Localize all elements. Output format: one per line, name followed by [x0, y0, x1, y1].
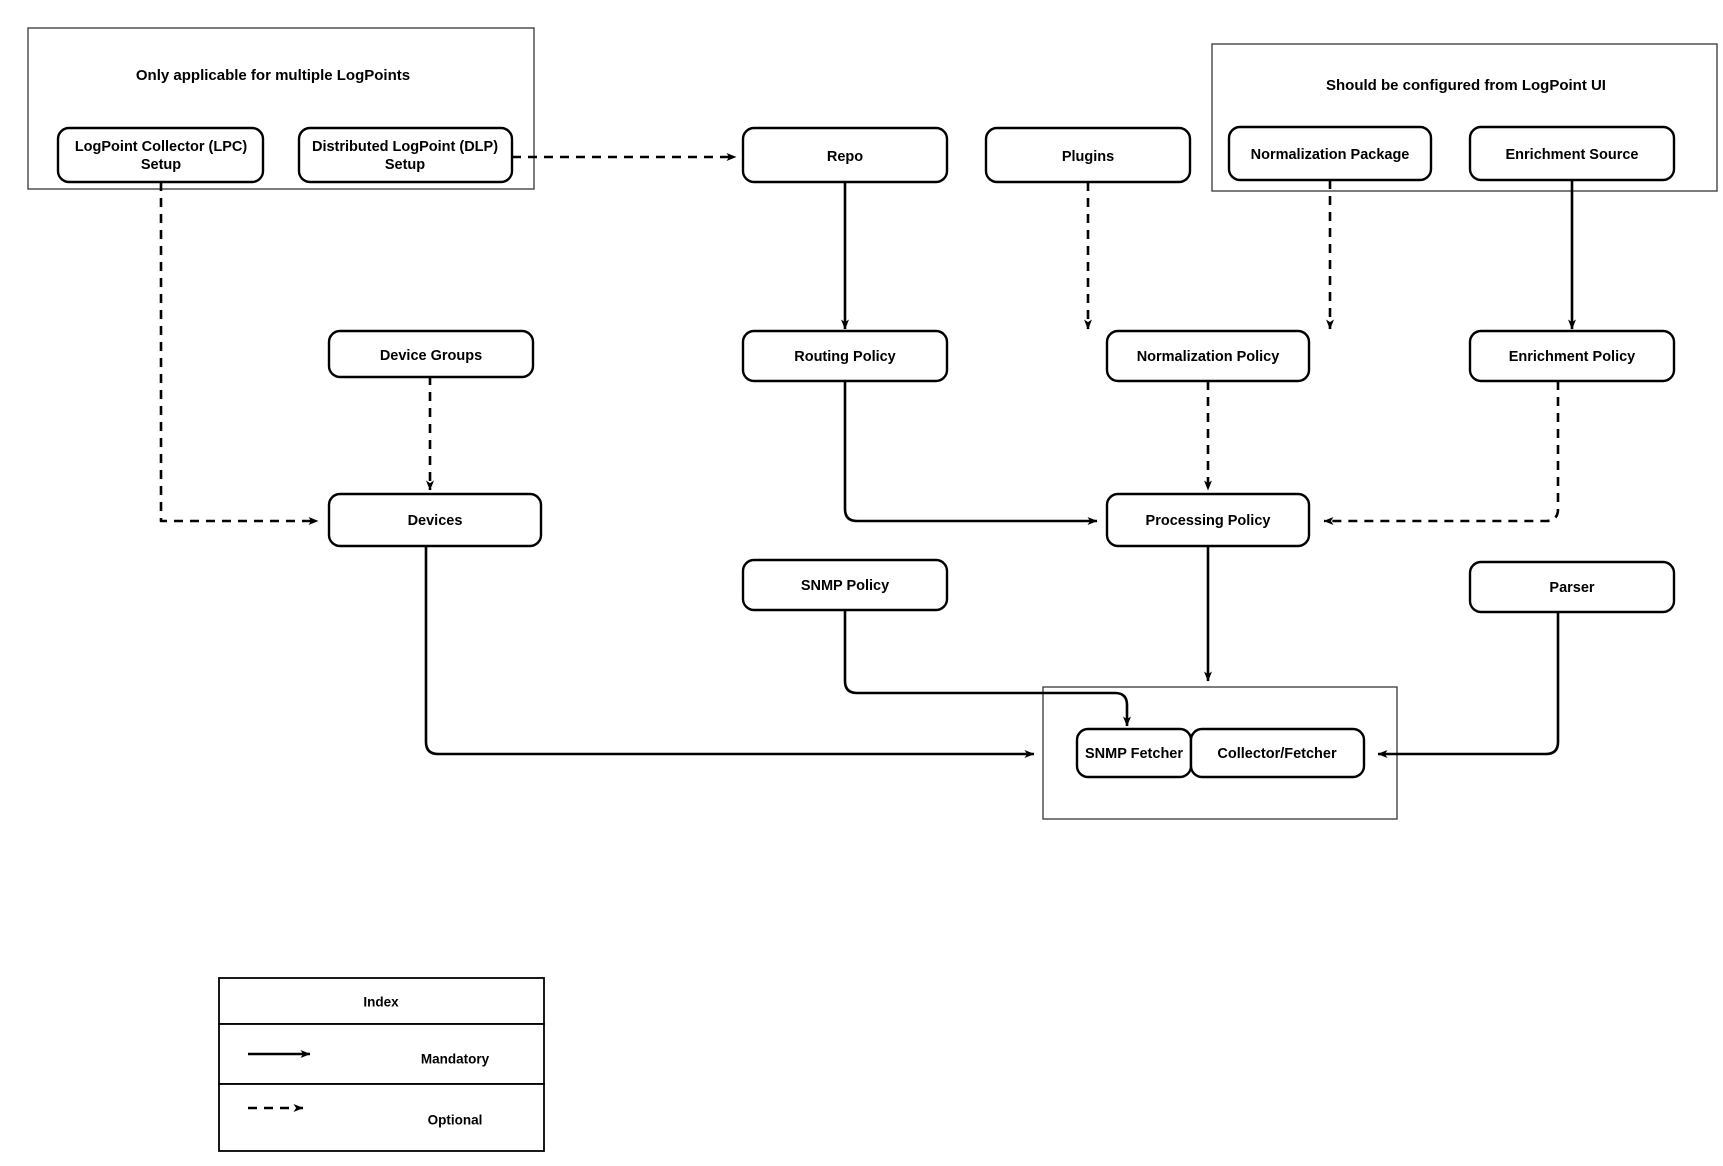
group-multiple-logpoints-label: Only applicable for multiple LogPoints — [136, 67, 410, 84]
node-snmp-fetcher[interactable]: SNMP Fetcher — [1075, 727, 1193, 779]
node-routing-policy-label: Routing Policy — [794, 349, 896, 365]
node-normalization-package[interactable]: Normalization Package — [1227, 125, 1433, 182]
node-snmp-policy-label: SNMP Policy — [801, 578, 889, 594]
node-plugins-box[interactable] — [984, 126, 1192, 184]
node-snmp-fetcher-label: SNMP Fetcher — [1085, 746, 1183, 762]
legend-optional-label: Optional — [428, 1113, 483, 1128]
node-dlp-setup-label-line1: Distributed LogPoint (DLP) — [312, 139, 498, 155]
node-device-groups-label: Device Groups — [380, 348, 482, 364]
node-enrichment-policy-label: Enrichment Policy — [1509, 349, 1636, 365]
node-devices[interactable]: Devices — [327, 492, 543, 548]
node-processing-policy-box[interactable] — [1105, 492, 1311, 548]
edge-lpc-setup-to-devices — [159, 182, 319, 525]
node-routing-policy[interactable]: Routing Policy — [741, 329, 949, 383]
node-processing-policy-label: Processing Policy — [1146, 513, 1271, 529]
node-snmp-policy-box[interactable] — [741, 558, 949, 612]
node-enrichment-source-label: Enrichment Source — [1506, 147, 1639, 163]
node-collector-fetcher-box[interactable] — [1189, 727, 1366, 779]
node-lpc-setup-label-line1: LogPoint Collector (LPC) — [75, 139, 248, 155]
node-device-groups-box[interactable] — [327, 329, 535, 379]
legend-header-row — [218, 977, 545, 1025]
node-parser-box[interactable] — [1468, 560, 1676, 614]
node-snmp-policy[interactable]: SNMP Policy — [741, 558, 949, 612]
group-logpoint-ui: Should be configured from LogPoint UI — [1211, 43, 1718, 192]
edge-parser-to-collector-fetcher — [1377, 610, 1560, 758]
node-plugins-label: Plugins — [1062, 149, 1114, 165]
node-parser-label: Parser — [1549, 580, 1595, 596]
group-multiple-logpoints-border — [27, 27, 535, 190]
node-dlp-setup[interactable]: Distributed LogPoint (DLP) Setup — [297, 126, 514, 184]
node-parser[interactable]: Parser — [1468, 560, 1676, 614]
edge-devices-to-fetcher-group — [424, 526, 1035, 758]
node-normalization-policy-label: Normalization Policy — [1137, 349, 1280, 365]
node-device-groups[interactable]: Device Groups — [327, 329, 535, 379]
edge-enrichment-policy-to-processing-policy — [1323, 381, 1560, 525]
group-multiple-logpoints: Only applicable for multiple LogPoints — [27, 27, 535, 190]
node-lpc-setup[interactable]: LogPoint Collector (LPC) Setup — [56, 126, 265, 184]
edge-routing-policy-to-processing-policy — [843, 381, 1098, 525]
node-normalization-policy[interactable]: Normalization Policy — [1105, 329, 1311, 383]
node-enrichment-source-box[interactable] — [1468, 125, 1676, 182]
node-routing-policy-box[interactable] — [741, 329, 949, 383]
node-lpc-setup-box[interactable] — [56, 126, 265, 184]
edge-snmp-policy-to-snmp-fetcher — [843, 600, 1131, 727]
node-normalization-package-box[interactable] — [1227, 125, 1433, 182]
group-logpoint-ui-label: Should be configured from LogPoint UI — [1326, 77, 1606, 94]
node-repo[interactable]: Repo — [741, 126, 949, 184]
node-lpc-setup-label-line2: Setup — [141, 157, 181, 173]
node-enrichment-policy[interactable]: Enrichment Policy — [1468, 329, 1676, 383]
node-normalization-policy-box[interactable] — [1105, 329, 1311, 383]
node-repo-label: Repo — [827, 149, 863, 165]
legend-mandatory-label: Mandatory — [421, 1052, 490, 1067]
legend-index: Index Mandatory Optional — [218, 977, 545, 1152]
node-devices-label: Devices — [408, 513, 463, 529]
node-dlp-setup-box[interactable] — [297, 126, 514, 184]
legend-row-optional — [218, 1083, 545, 1152]
node-processing-policy[interactable]: Processing Policy — [1105, 492, 1311, 548]
node-dlp-setup-label-line2: Setup — [385, 157, 425, 173]
node-enrichment-source[interactable]: Enrichment Source — [1468, 125, 1676, 182]
node-devices-box[interactable] — [327, 492, 543, 548]
node-collector-fetcher-label: Collector/Fetcher — [1217, 746, 1337, 762]
node-plugins[interactable]: Plugins — [984, 126, 1192, 184]
node-enrichment-policy-box[interactable] — [1468, 329, 1676, 383]
group-logpoint-ui-border — [1211, 43, 1718, 192]
legend-title: Index — [363, 995, 399, 1010]
node-normalization-package-label: Normalization Package — [1251, 147, 1410, 163]
node-collector-fetcher[interactable]: Collector/Fetcher — [1189, 727, 1366, 779]
node-repo-box[interactable] — [741, 126, 949, 184]
